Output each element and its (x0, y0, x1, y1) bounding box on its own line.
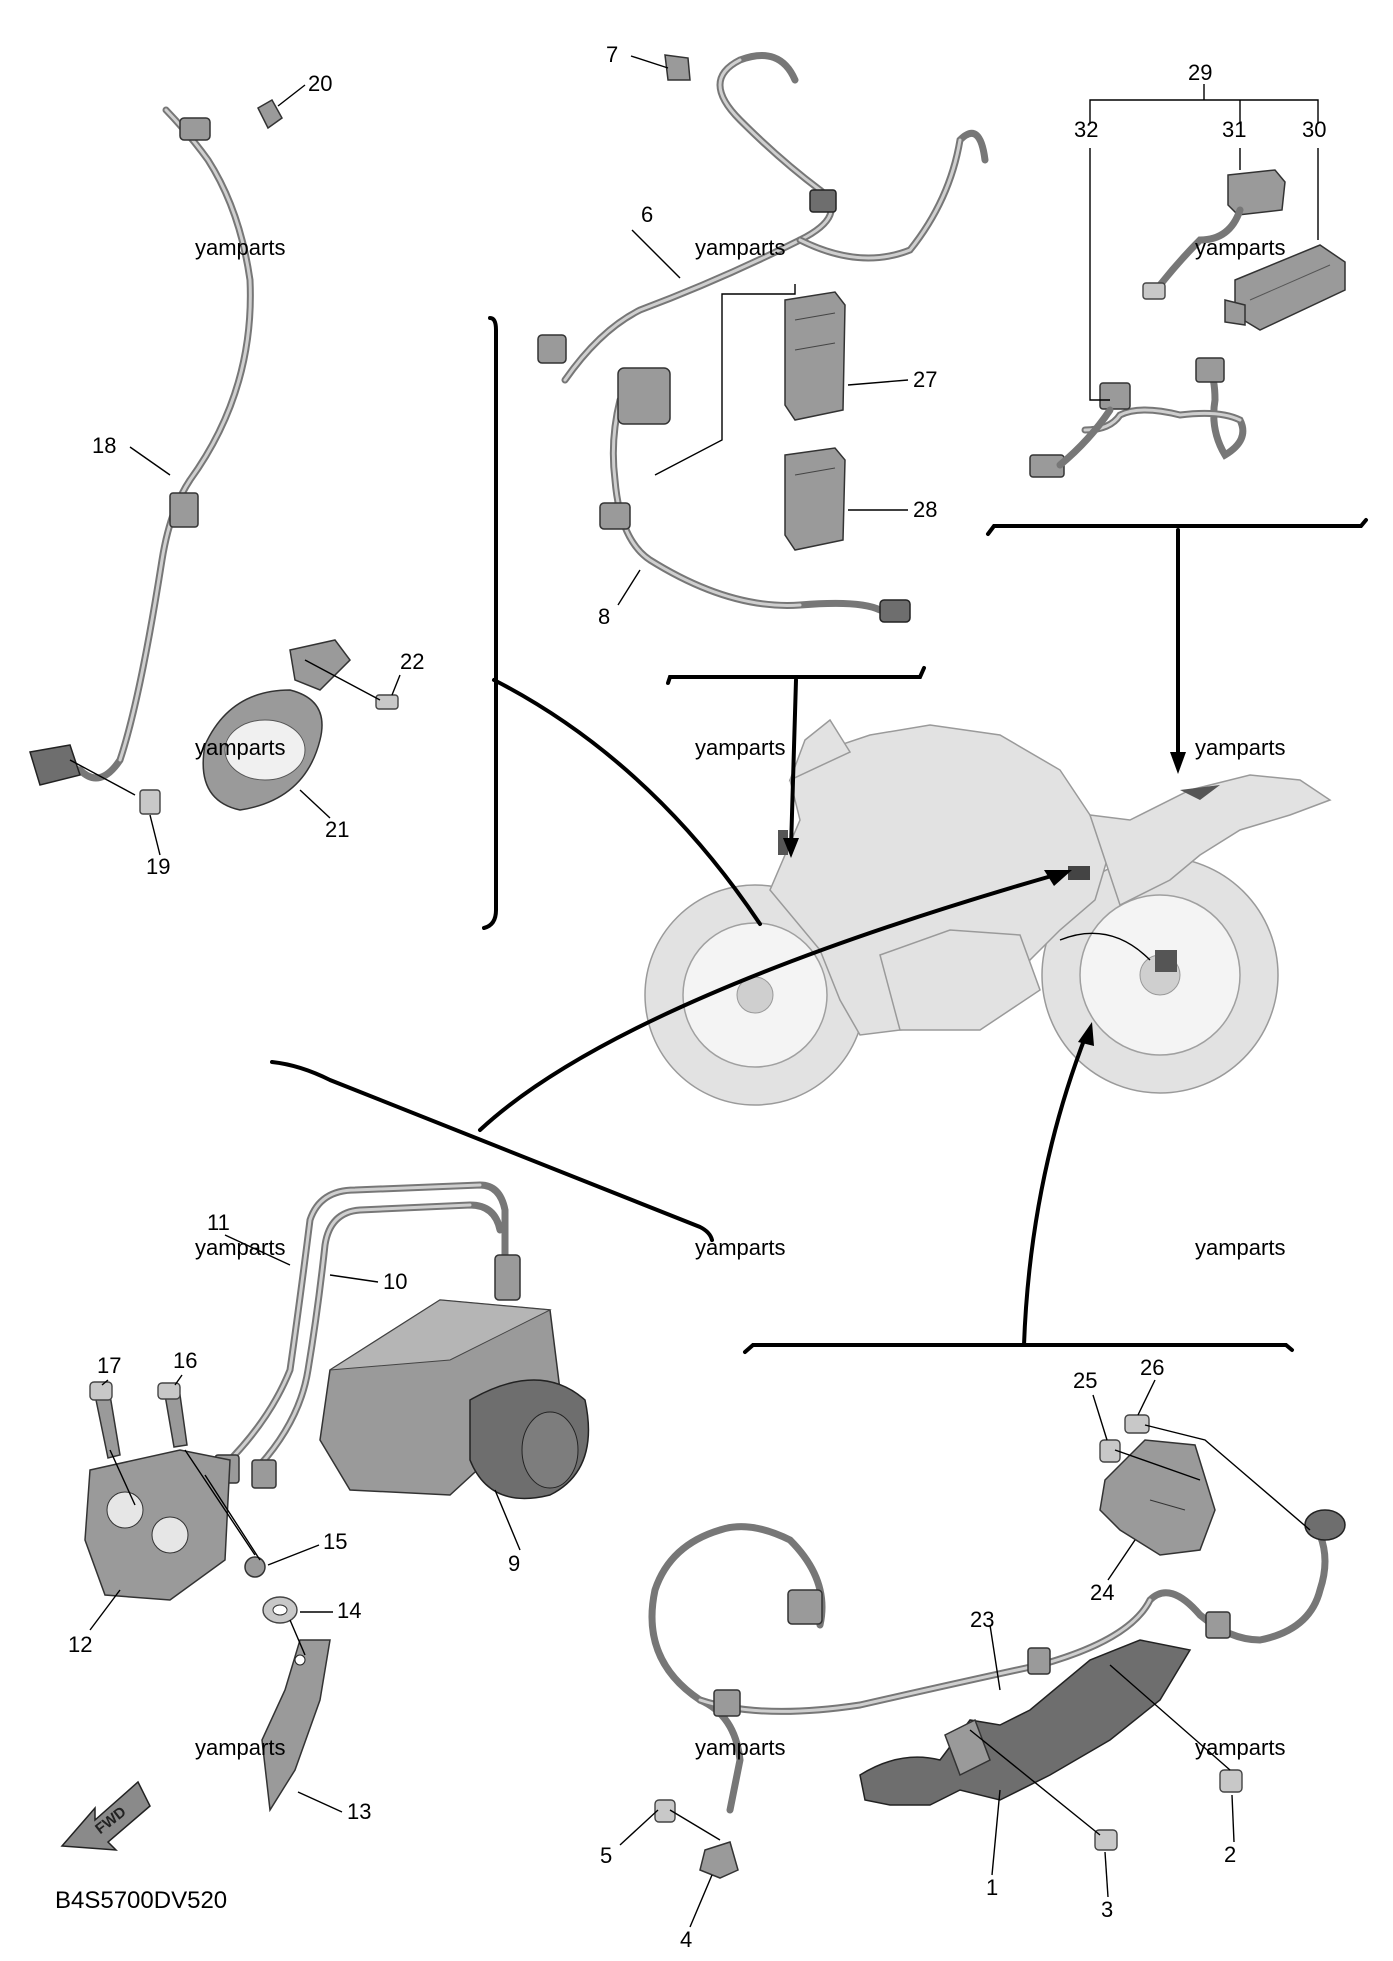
part-label-26: 26 (1140, 1355, 1164, 1380)
part-label-31: 31 (1222, 117, 1246, 142)
part-label-29: 29 (1188, 60, 1212, 85)
part-label-11: 11 (207, 1210, 230, 1235)
part-label-6: 6 (641, 202, 653, 227)
label-leader-lines (89, 55, 1319, 1928)
watermark: yamparts (695, 235, 785, 260)
wheel-speed-sensor-front-group (29, 98, 399, 815)
watermark: yamparts (1195, 1235, 1285, 1260)
unit-assembly-group (1029, 169, 1346, 478)
part-label-25: 25 (1073, 1368, 1097, 1393)
part-label-27: 27 (913, 367, 937, 392)
motorcycle-illustration (644, 718, 1332, 1106)
part-label-18: 18 (92, 433, 116, 458)
part-label-30: 30 (1302, 117, 1326, 142)
part-label-8: 8 (598, 604, 610, 629)
part-label-14: 14 (337, 1598, 361, 1623)
part-label-32: 32 (1074, 117, 1098, 142)
part-label-1: 1 (986, 1875, 998, 1900)
part-label-28: 28 (913, 497, 937, 522)
watermark: yamparts (1195, 1735, 1285, 1760)
watermark: yamparts (695, 735, 785, 760)
part-number-labels: 1 2 3 4 5 6 7 8 9 10 11 12 13 14 15 16 1… (68, 42, 1326, 1952)
part-label-16: 16 (173, 1348, 197, 1373)
diagram-code: B4S5700DV520 (55, 1887, 227, 1914)
part-label-2: 2 (1224, 1842, 1236, 1867)
part-label-22: 22 (400, 649, 424, 674)
hydraulic-unit-group (60, 1181, 590, 1851)
watermark: yamparts (695, 1735, 785, 1760)
part-label-19: 19 (146, 854, 170, 879)
watermark: yamparts (195, 1735, 285, 1760)
part-label-3: 3 (1101, 1897, 1113, 1922)
part-label-24: 24 (1090, 1580, 1114, 1605)
part-label-5: 5 (600, 1843, 612, 1868)
part-label-15: 15 (323, 1529, 347, 1554)
watermark: yamparts (695, 1235, 785, 1260)
watermark: yamparts (195, 235, 285, 260)
part-label-10: 10 (383, 1269, 407, 1294)
callout-lines (270, 84, 1368, 1354)
part-label-7: 7 (606, 42, 618, 67)
part-label-13: 13 (347, 1799, 371, 1824)
wire-harness-group (537, 52, 989, 623)
part-label-4: 4 (680, 1927, 692, 1952)
part-label-17: 17 (97, 1353, 121, 1378)
rear-sensor-group (648, 1414, 1346, 1879)
watermark: yamparts (1195, 735, 1285, 760)
part-label-20: 20 (308, 71, 332, 96)
part-label-12: 12 (68, 1632, 92, 1657)
part-label-21: 21 (325, 817, 349, 842)
watermark: yamparts (1195, 235, 1285, 260)
part-label-9: 9 (508, 1551, 520, 1576)
watermarks: yamparts yamparts yamparts yamparts yamp… (195, 235, 1285, 1760)
watermark: yamparts (195, 1235, 285, 1260)
watermark: yamparts (195, 735, 285, 760)
